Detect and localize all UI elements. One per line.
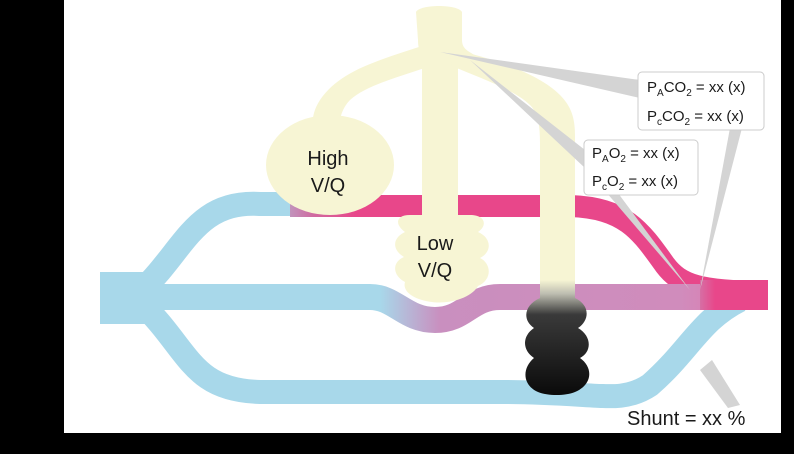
outflow-vessel [700,280,768,310]
low-vq-line2: V/Q [418,260,452,282]
pointer-outflow-o2 [600,185,690,290]
airway-tree [312,6,575,280]
pa-co2-label: PACO2 = xx (x) [647,79,746,99]
bronchus-left [312,45,440,140]
trachea [416,6,480,58]
shunt-alveolus [525,270,590,395]
middle-capillary [150,284,768,334]
pointer-lines [440,52,742,408]
co2-label-box: PACO2 = xx (x) PcCO2 = xx (x) [637,71,765,131]
low-vq-line1: Low [417,233,454,255]
bottom-shunt-vessel [131,289,746,409]
pointer-co2 [440,52,640,98]
pc-o2-label: PcO2 = xx (x) [592,173,678,193]
high-vq-line2: V/Q [311,175,345,197]
alveolus-high-vq: High V/Q [266,115,394,215]
pointer-shunt [700,360,740,408]
alveolus-low-vq: Low V/Q [395,215,489,303]
pa-o2-label: PAO2 = xx (x) [592,145,680,165]
top-capillary-blue [131,191,300,301]
bronchus-right [448,48,575,280]
shunt-label: Shunt = xx % [627,408,746,430]
bronchus-middle [422,55,458,240]
pointer-o2 [470,60,585,168]
pointer-outflow-co2 [700,128,742,290]
pc-co2-label: PcCO2 = xx (x) [647,108,744,128]
o2-label-box: PAO2 = xx (x) PcO2 = xx (x) [583,139,699,196]
high-vq-line1: High [307,148,348,170]
